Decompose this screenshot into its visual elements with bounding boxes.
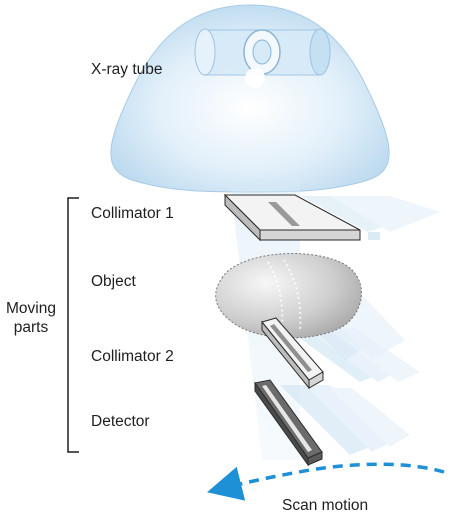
detector-label: Detector (91, 413, 150, 430)
detector-bar (254, 379, 323, 467)
scan-motion-arrow (207, 462, 445, 501)
moving-parts-line1: Moving (6, 300, 56, 317)
collimator2-label: Collimator 2 (91, 348, 174, 365)
collimator1-plate (223, 193, 361, 242)
moving-parts-bracket (67, 197, 79, 453)
xray-tube (110, 4, 390, 193)
collimator2-bar (261, 317, 324, 390)
scanned-object (215, 252, 362, 339)
scan-motion-label: Scan motion (282, 497, 369, 514)
collimator1-label: Collimator 1 (91, 205, 174, 222)
ghost-detector-positions (280, 385, 410, 455)
moving-parts-line2: parts (13, 319, 49, 336)
moving-parts-label: Moving parts (1, 299, 61, 337)
object-label: Object (91, 273, 136, 290)
ghost-collimator1-positions (300, 196, 440, 240)
xray-tube-label: X-ray tube (91, 61, 163, 78)
